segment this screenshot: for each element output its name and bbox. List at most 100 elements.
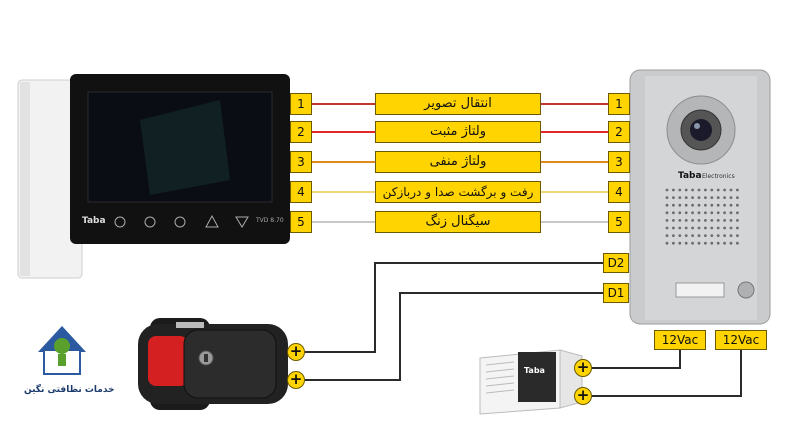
company-logo-mark xyxy=(38,326,86,375)
wire-label-3: ولتاژ منفی xyxy=(375,151,541,173)
monitor-buttons xyxy=(114,214,249,228)
grille-hole xyxy=(710,188,714,192)
lock-plus-top: + xyxy=(287,343,305,361)
grille-hole xyxy=(716,226,720,230)
grille-hole xyxy=(678,211,682,215)
grille-hole xyxy=(672,211,675,215)
grille-hole xyxy=(678,234,682,238)
company-logo-text: خدمات نظافتی نگین xyxy=(24,385,115,395)
adapter-plus-bottom: + xyxy=(574,387,592,405)
monitor-terminal-1: 1 xyxy=(290,93,312,115)
grille-hole xyxy=(723,203,726,207)
grille-hole xyxy=(697,226,701,230)
grille-hole xyxy=(704,241,707,245)
grille-hole xyxy=(665,211,669,215)
power-terminal-right: 12Vac xyxy=(715,330,767,350)
grille-hole xyxy=(723,219,726,222)
panel-terminal-2: 2 xyxy=(608,121,630,143)
grille-hole xyxy=(697,188,701,192)
grille-hole xyxy=(716,219,720,222)
panel-subtitle: Electronics xyxy=(702,173,735,180)
grille-hole xyxy=(697,203,701,207)
grille-hole xyxy=(716,211,720,215)
grille-hole xyxy=(704,188,707,192)
name-plate xyxy=(675,282,725,298)
door-terminal-d1: D1 xyxy=(603,283,629,303)
monitor-brand: Taba xyxy=(82,216,106,226)
grille-hole xyxy=(723,188,726,192)
grille-hole xyxy=(736,188,739,192)
grille-hole xyxy=(697,219,701,222)
monitor-terminal-4: 4 xyxy=(290,181,312,203)
grille-hole xyxy=(672,241,675,245)
wire-label-5: سیگنال زنگ xyxy=(375,211,541,233)
grille-hole xyxy=(704,219,707,222)
grille-hole xyxy=(697,196,701,200)
grille-hole xyxy=(672,188,675,192)
monitor-screen-reflection xyxy=(140,100,230,195)
grille-hole xyxy=(684,234,688,238)
grille-hole xyxy=(723,226,726,230)
panel-terminal-3: 3 xyxy=(608,151,630,173)
power-terminal-left: 12Vac xyxy=(654,330,706,350)
grille-hole xyxy=(723,211,726,215)
grille-hole xyxy=(684,219,688,222)
grille-hole xyxy=(710,196,714,200)
grille-hole xyxy=(710,203,714,207)
grille-hole xyxy=(665,219,669,222)
grille-hole xyxy=(736,226,739,230)
grille-hole xyxy=(665,203,669,207)
wire-label-2: ولتاژ مثبت xyxy=(375,121,541,143)
grille-hole xyxy=(678,241,682,245)
grille-hole xyxy=(716,203,720,207)
grille-hole xyxy=(691,219,694,222)
camera-lens xyxy=(690,119,712,141)
lock-plus-bottom: + xyxy=(287,371,305,389)
panel-terminal-5: 5 xyxy=(608,211,630,233)
grille-hole xyxy=(697,241,701,245)
grille-hole xyxy=(665,188,669,192)
grille-hole xyxy=(729,241,733,245)
adapter-vent xyxy=(485,361,515,394)
grille-hole xyxy=(691,226,694,230)
grille-hole xyxy=(736,234,739,238)
grille-hole xyxy=(678,196,682,200)
wire-label-1: انتقال تصویر xyxy=(375,93,541,115)
monitor-model: TVD 8.70 xyxy=(256,217,284,224)
call-button xyxy=(737,281,755,299)
camera-glint xyxy=(694,123,700,129)
monitor-handset-shadow xyxy=(20,82,30,276)
grille-hole xyxy=(704,211,707,215)
grille-hole xyxy=(672,226,675,230)
grille-hole xyxy=(684,211,688,215)
grille-hole xyxy=(710,234,714,238)
lock-wire-d1 xyxy=(305,292,603,381)
grille-hole xyxy=(665,234,669,238)
grille-hole xyxy=(684,196,688,200)
adapter-brand: Taba xyxy=(524,366,545,375)
grille-hole xyxy=(729,219,733,222)
panel-brand: Taba xyxy=(678,171,702,181)
wire-label-4: رفت و برگشت صدا و دربازکن xyxy=(375,181,541,203)
grille-hole xyxy=(678,203,682,207)
panel-terminal-4: 4 xyxy=(608,181,630,203)
panel-terminal-1: 1 xyxy=(608,93,630,115)
grille-hole xyxy=(678,226,682,230)
grille-hole xyxy=(704,196,707,200)
grille-hole xyxy=(716,241,720,245)
grille-hole xyxy=(729,188,733,192)
grille-hole xyxy=(684,203,688,207)
grille-hole xyxy=(723,234,726,238)
grille-hole xyxy=(684,226,688,230)
grille-hole xyxy=(678,219,682,222)
speaker-grille xyxy=(665,188,739,245)
power-wire-left xyxy=(592,350,681,369)
grille-hole xyxy=(736,211,739,215)
door-terminal-d2: D2 xyxy=(603,253,629,273)
grille-hole xyxy=(691,196,694,200)
grille-hole xyxy=(691,203,694,207)
grille-hole xyxy=(691,188,694,192)
grille-hole xyxy=(729,226,733,230)
lock-face xyxy=(183,329,277,399)
